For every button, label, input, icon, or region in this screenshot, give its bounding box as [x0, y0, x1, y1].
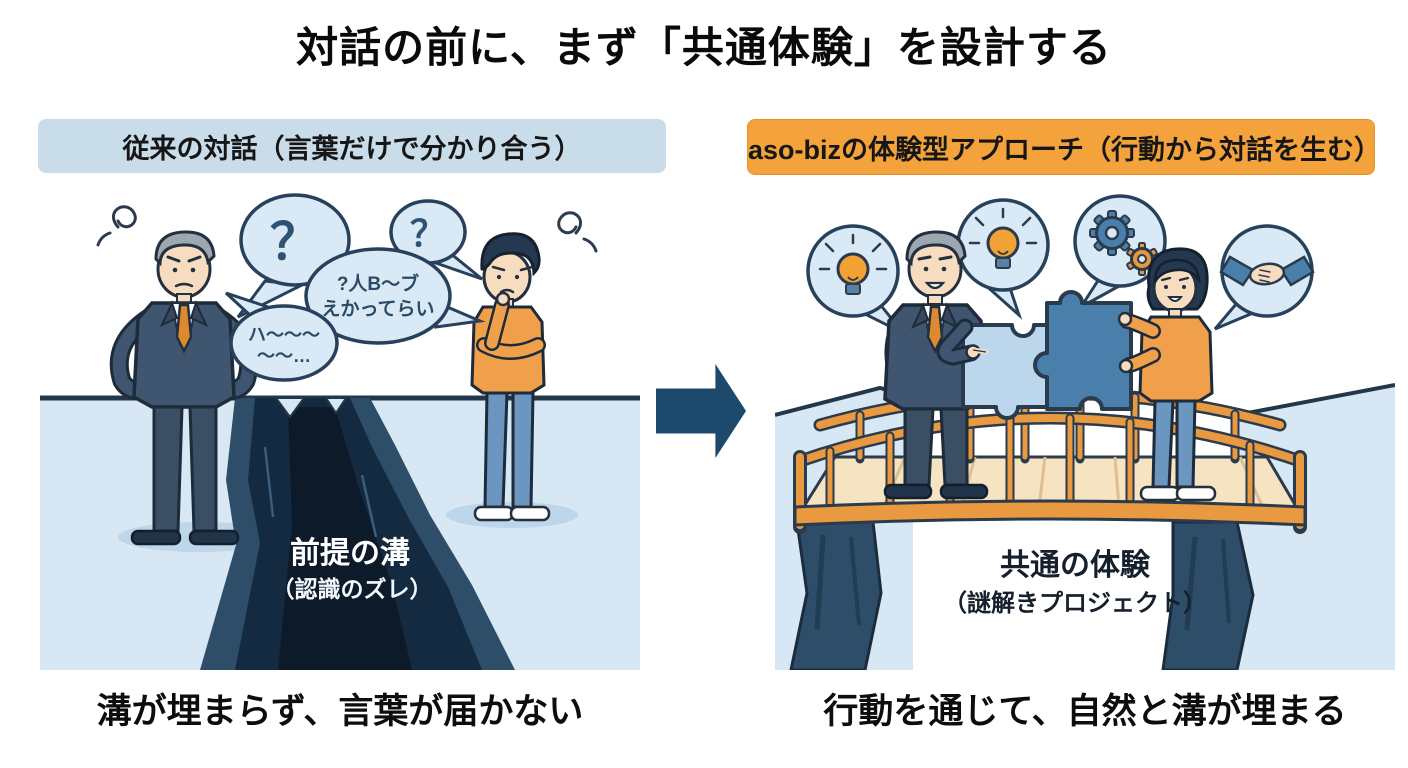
- garbled-text: えかってらい: [321, 298, 434, 320]
- bridge-beam: [793, 499, 1307, 527]
- left-header-label: 従来の対話（言葉だけで分かり合う）: [122, 133, 582, 164]
- gap-label-line2: （認識のズレ）: [272, 576, 433, 602]
- right-header-badge: aso-bizの体験型アプローチ（行動から対話を生む）: [747, 119, 1382, 175]
- cliff-left: [789, 520, 883, 670]
- garbled-text: ?人B〜ブ: [337, 272, 419, 295]
- right-illustration: 共通の体験 （謎解きプロジェクト）: [775, 185, 1395, 670]
- page-title: 対話の前に、まず「共通体験」を設計する: [296, 24, 1112, 71]
- gray-hair: [905, 230, 967, 267]
- speech-bubble-gears: [1073, 194, 1167, 309]
- bridge-label-line1: 共通の体験: [1000, 549, 1151, 582]
- left-header-badge: 従来の対話（言葉だけで分かり合う）: [38, 119, 666, 173]
- young-man-confused: [470, 211, 598, 522]
- speech-bubble-question-small: ？: [389, 199, 483, 281]
- speech-bubble-idea-1: [806, 224, 905, 335]
- handshake-icon: [1219, 255, 1315, 287]
- speech-bubble-handshake: [1213, 224, 1315, 331]
- left-illustration: 前提の溝 （認識のズレ）: [40, 185, 640, 670]
- necktie: [926, 305, 944, 354]
- speech-bubble-mumble: ハ〜〜〜 〜〜…: [224, 291, 339, 382]
- businessman-confused: [96, 205, 259, 546]
- right-header-label: aso-bizの体験型アプローチ（行動から対話を生む）: [748, 134, 1382, 165]
- mumble-text: 〜〜…: [257, 346, 311, 366]
- bridge: [793, 386, 1307, 534]
- ground-right-edge: [1237, 385, 1395, 670]
- speech-bubble-garbled: ?人B〜ブ えかってらい: [304, 247, 486, 345]
- woman-arms: [1117, 311, 1161, 374]
- question-mark-icon: ？: [270, 214, 320, 270]
- confusion-scribble-icon: [557, 211, 598, 253]
- gap-label-line1: 前提の溝: [290, 537, 410, 570]
- transition-arrow-icon: [656, 364, 746, 458]
- gray-hair: [154, 230, 216, 267]
- right-caption: 行動を通じて、自然と溝が埋まる: [823, 692, 1347, 731]
- lightbulb-icon: [968, 207, 1038, 269]
- speech-bubble-idea-2: [956, 198, 1050, 320]
- puzzle-piece-dark: [1033, 290, 1133, 411]
- left-caption: 溝が埋まらず、言葉が届かない: [96, 692, 584, 731]
- confusion-scribble-icon: [96, 205, 137, 247]
- mumble-text: ハ〜〜〜: [248, 325, 320, 345]
- bridge-label-line2: （謎解きプロジェクト）: [943, 589, 1207, 617]
- necktie: [175, 303, 193, 354]
- lightbulb-icon: [818, 233, 888, 295]
- dark-hair: [480, 232, 541, 277]
- pointing-arm: [936, 318, 989, 366]
- chasm: 前提の溝 （認識のズレ）: [200, 397, 515, 670]
- question-mark-icon: ？: [410, 213, 446, 254]
